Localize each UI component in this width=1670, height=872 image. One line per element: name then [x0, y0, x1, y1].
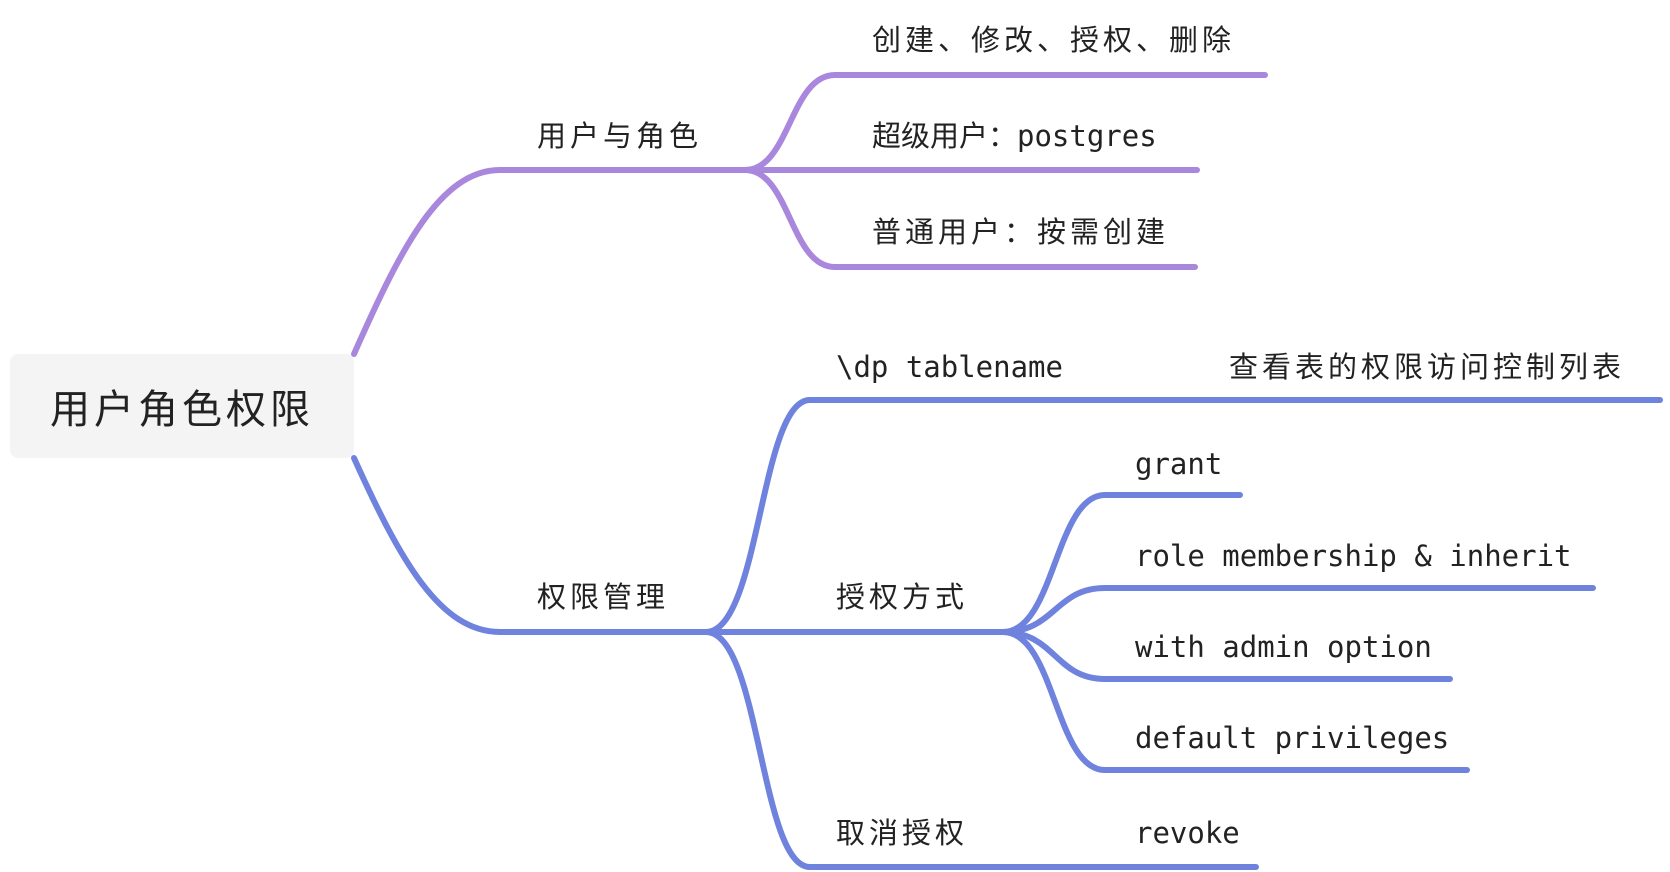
node-normal-user[interactable]: 普通用户：按需创建 [872, 215, 1170, 249]
node-with-admin-option[interactable]: with admin option [1135, 630, 1432, 664]
link-root-privileges [351, 455, 711, 635]
node-view-acl[interactable]: 查看表的权限访问控制列表 [1229, 350, 1626, 384]
node-role-membership[interactable]: role membership & inherit [1135, 539, 1572, 573]
link-privileges-dp [703, 397, 1663, 635]
link-privileges-revoke [703, 629, 1259, 870]
link-users-roles-create [742, 72, 1268, 173]
node-dp-tablename[interactable]: \dp tablename [836, 350, 1063, 384]
node-grant[interactable]: grant [1135, 447, 1223, 481]
link-grant-methods-admin [1000, 629, 1453, 682]
link-grant-methods-default [1000, 629, 1470, 773]
node-revoke-grants[interactable]: 取消授权 [836, 816, 969, 850]
link-grant-methods-role [1000, 585, 1596, 635]
node-privilege-management[interactable]: 权限管理 [537, 580, 670, 614]
node-revoke[interactable]: revoke [1135, 816, 1240, 850]
link-grant-methods-grant [1000, 492, 1243, 635]
link-root-users-roles [351, 167, 750, 357]
node-create-modify-grant-delete[interactable]: 创建、修改、授权、删除 [872, 23, 1236, 57]
root-node[interactable]: 用户角色权限 [10, 354, 354, 458]
root-node-label: 用户角色权限 [50, 387, 314, 433]
node-users-roles[interactable]: 用户与角色 [537, 119, 703, 153]
node-superuser[interactable]: 超级用户：postgres [872, 119, 1157, 153]
node-default-privileges[interactable]: default privileges [1135, 721, 1450, 755]
node-grant-methods[interactable]: 授权方式 [836, 580, 969, 614]
link-users-roles-normal [742, 167, 1198, 270]
